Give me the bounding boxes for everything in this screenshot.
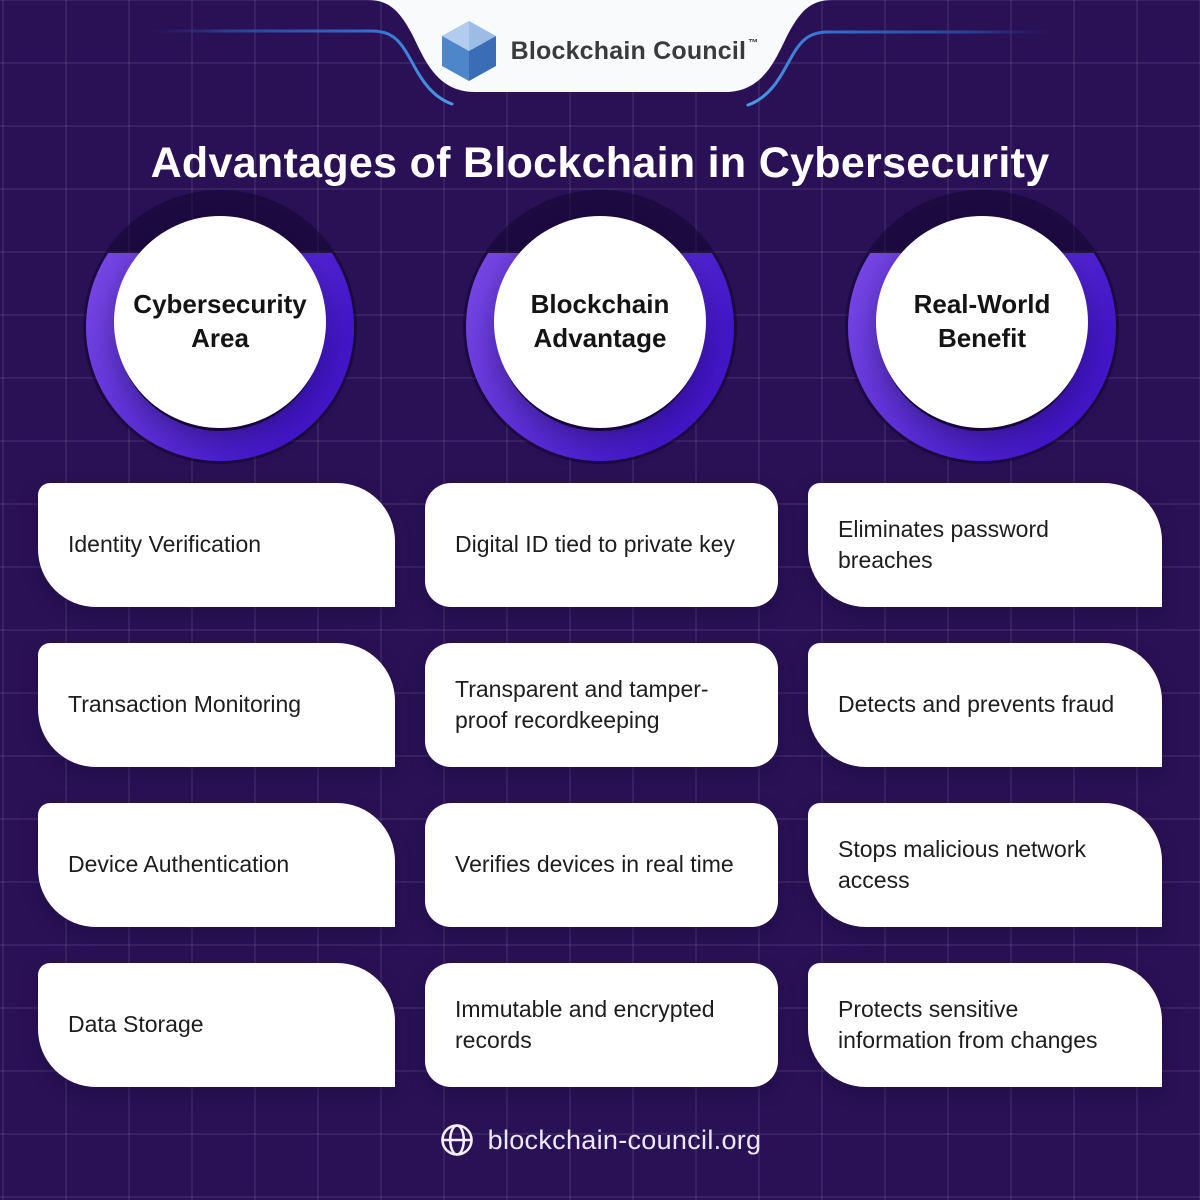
column-header-label: Blockchain Advantage: [494, 216, 706, 428]
card-row3-area: Device Authentication: [38, 803, 395, 927]
footer: blockchain-council.org: [0, 1118, 1200, 1162]
website-url: blockchain-council.org: [487, 1124, 762, 1155]
card-row1-area: Identity Verification: [38, 483, 395, 607]
blockchain-cube-icon: [441, 21, 496, 81]
logo-name: Blockchain Council ™: [511, 37, 759, 66]
comparison-table: Identity Verification Digital ID tied to…: [38, 483, 1162, 1087]
logo: Blockchain Council ™: [0, 20, 1200, 82]
accent-line-left: [148, 29, 454, 106]
card-row2-benefit: Detects and prevents fraud: [808, 643, 1162, 767]
column-header-real-world-benefit: Real-World Benefit: [842, 187, 1122, 487]
card-row4-area: Data Storage: [38, 963, 395, 1087]
card-row1-benefit: Eliminates password breaches: [808, 483, 1162, 607]
column-header-label: Cybersecurity Area: [114, 216, 326, 428]
page-title: Advantages of Blockchain in Cybersecurit…: [150, 139, 1050, 187]
globe-icon: [440, 1124, 473, 1156]
card-row3-benefit: Stops malicious network access: [808, 803, 1162, 927]
logo-name-text: Blockchain Council: [510, 36, 747, 65]
column-header-cybersecurity-area: Cybersecurity Area: [80, 187, 360, 487]
column-header-label: Real-World Benefit: [876, 216, 1088, 428]
trademark-symbol: ™: [748, 37, 759, 49]
card-row2-area: Transaction Monitoring: [38, 643, 395, 767]
card-row4-benefit: Protects sensitive information from chan…: [808, 963, 1162, 1087]
accent-line-right: [746, 30, 1052, 107]
card-row2-advantage: Transparent and tamper-proof recordkeepi…: [425, 643, 778, 767]
card-row1-advantage: Digital ID tied to private key: [425, 483, 778, 607]
column-header-blockchain-advantage: Blockchain Advantage: [460, 187, 740, 487]
card-row4-advantage: Immutable and encrypted records: [425, 963, 778, 1087]
card-row3-advantage: Verifies devices in real time: [425, 803, 778, 927]
